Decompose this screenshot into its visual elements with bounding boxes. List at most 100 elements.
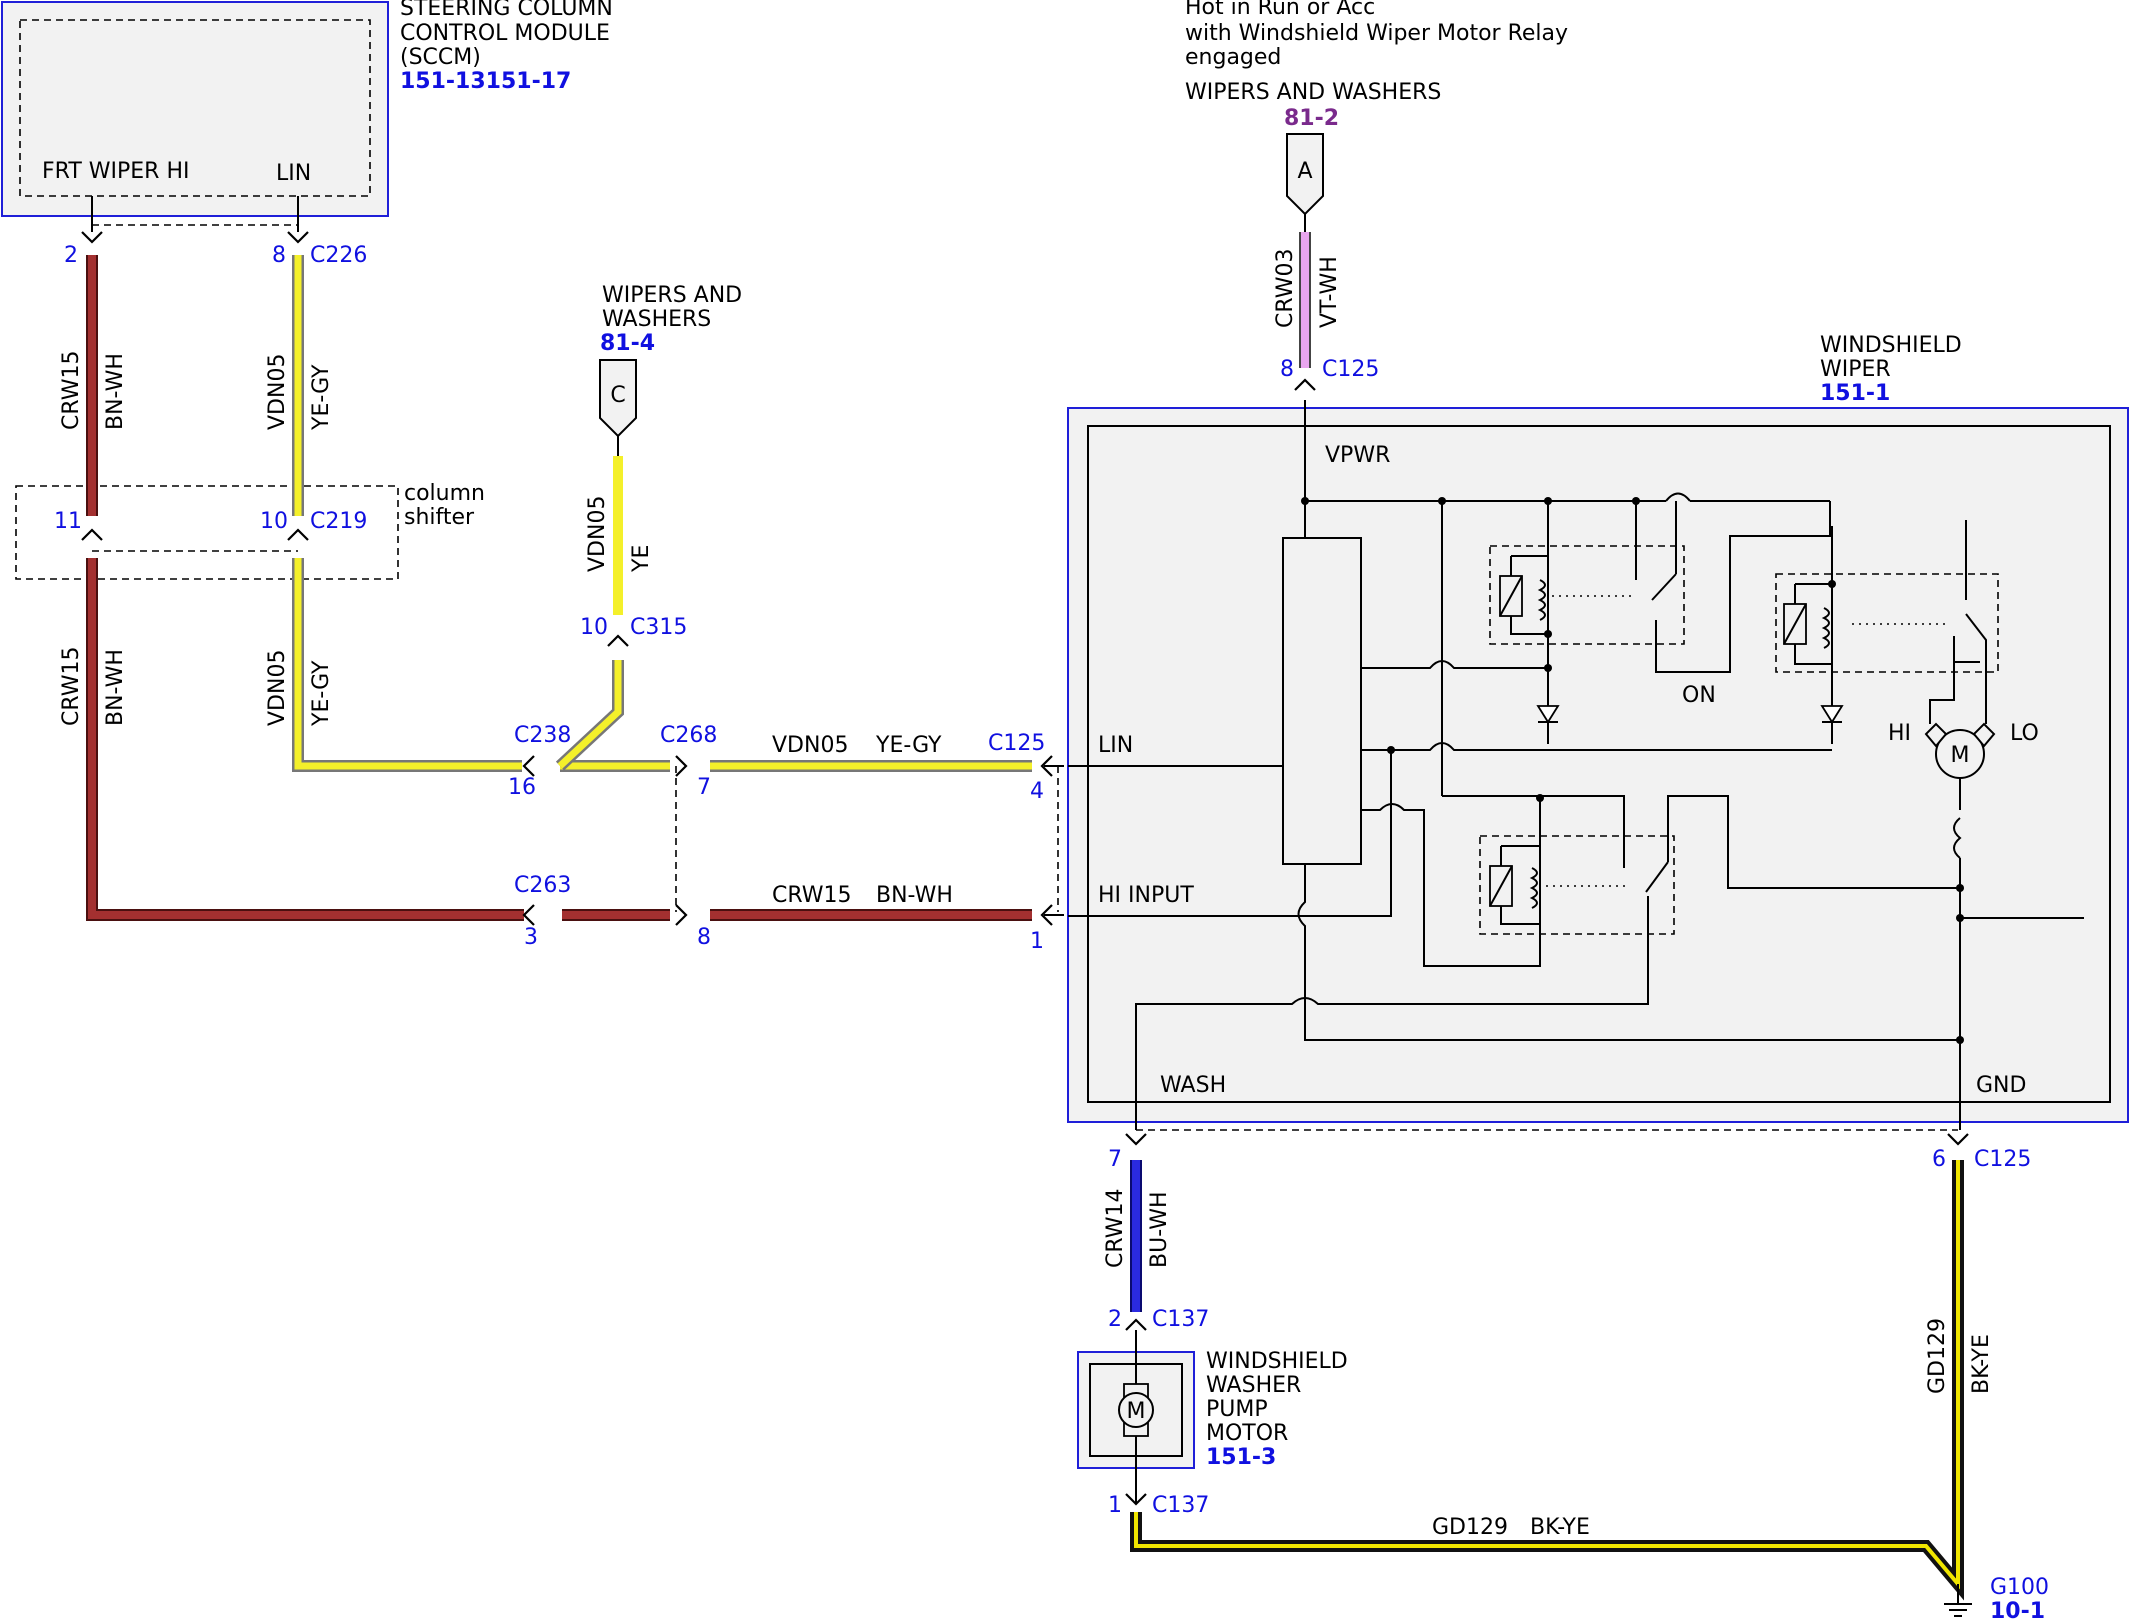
wiper-title-line2: WIPER [1820,357,1891,382]
wire-label: CRW03 [1273,248,1298,328]
pin-label: 7 [697,775,711,800]
washer-pump-module: M WINDSHIELD WASHER PUMP MOTOR 151-3 [1077,1330,1348,1504]
sccm-module: FRT WIPER HI LIN [1,1,389,217]
wiper-hi-input-label: HI INPUT [1098,883,1194,908]
power-source-label: WIPERS AND WASHERS [1185,80,1441,105]
wire-label: GD129 [1925,1318,1950,1394]
wire-label: CRW15 [59,646,84,726]
wire-label: YE-GY [309,364,334,431]
source-c-label-line2: WASHERS [602,307,711,332]
wire-label: VT-WH [1317,256,1342,328]
wire-gd129-bk-ye [1130,1160,1964,1601]
connector-labels: 2 8 C226 11 10 C219 10 C315 C238 16 C268… [54,243,2031,1518]
power-source-ref-link[interactable]: 81-2 [1284,106,1339,131]
source-c-label-line1: WIPERS AND [602,283,742,308]
connector-c125-label: C125 [988,731,1045,756]
connector-a-label: A [1297,159,1312,184]
connector-c-tag [599,359,637,438]
pin-label: 10 [260,509,288,534]
washer-title-line1: WINDSHIELD [1206,1349,1348,1374]
wire-label: CRW14 [1103,1188,1128,1268]
wire-label: VDN05 [585,496,610,572]
wiper-motor-label: M [1951,743,1970,768]
sccm-title-line1: STEERING COLUMN [400,0,613,21]
connector-c263-label: C263 [514,873,571,898]
wire-label: CRW15 [59,350,84,430]
sccm-ref-link[interactable]: 151-13151-17 [400,69,571,94]
pin-label: 6 [1932,1147,1946,1172]
source-c: WIPERS AND WASHERS 81-4 C [599,283,742,438]
wire-label: VDN05 [265,354,290,430]
wire-label: VDN05 [772,733,848,758]
pin-label: 3 [524,925,538,950]
washer-ref-link[interactable]: 151-3 [1206,1445,1276,1470]
washer-motor-label: M [1127,1399,1146,1424]
wiper-lin-label: LIN [1098,733,1133,758]
power-source: Hot in Run or Acc with Windshield Wiper … [1185,0,1568,216]
washer-title-line3: PUMP [1206,1397,1268,1422]
connector-c125-label: C125 [1322,357,1379,382]
windshield-wiper-module: WINDSHIELD WIPER 151-1 VPWR LIN HI INPUT… [1067,333,2129,1130]
ground-ref-link[interactable]: 10-1 [1990,1599,2045,1622]
wire-label: BN-WH [103,649,128,726]
connector-c268-label: C268 [660,723,717,748]
column-shifter-box [15,485,399,580]
wire-label: CRW15 [772,883,852,908]
power-note-line3: engaged [1185,45,1281,70]
wire-label: BK-YE [1530,1515,1590,1540]
wire-label: BN-WH [103,353,128,430]
connector-a-tag [1286,133,1324,216]
connector-c226-label: C226 [310,243,367,268]
pin-label: 4 [1030,779,1044,804]
wire-label: BU-WH [1147,1191,1172,1268]
pin-label: 16 [508,775,536,800]
wire-crw15-bn-wh [86,255,1064,921]
power-note-line1: Hot in Run or Acc [1185,0,1375,20]
washer-title-line4: MOTOR [1206,1421,1288,1446]
wire-label: VDN05 [265,650,290,726]
wiper-hi-label: HI [1888,721,1911,746]
connector-chevrons [81,231,1969,1506]
pin-label: 1 [1030,929,1044,954]
wire-vdn05-ye-gy [292,255,1064,772]
sccm-pin-frt-wiper-hi: FRT WIPER HI [42,159,190,184]
wire-label: BK-YE [1969,1334,1994,1394]
wiper-vpwr-label: VPWR [1325,443,1390,468]
wire-label: YE [629,545,654,573]
connector-c137-label: C137 [1152,1493,1209,1518]
sccm-title-line2: CONTROL MODULE [400,21,610,46]
sccm-title: STEERING COLUMN CONTROL MODULE (SCCM) 15… [400,0,613,94]
connector-c219-label: C219 [310,509,367,534]
wire-label: GD129 [1432,1515,1508,1540]
sccm-title-line3: (SCCM) [400,45,481,70]
pin-label: 11 [54,509,82,534]
diode-2 [1820,700,1844,744]
power-note-line2: with Windshield Wiper Motor Relay [1185,21,1568,46]
column-shifter-label-2: shifter [404,505,475,530]
wiper-wash-label: WASH [1160,1073,1226,1098]
wire-label: YE-GY [875,733,942,758]
pin-label: 1 [1108,1493,1122,1518]
wire-label: BN-WH [876,883,953,908]
wiper-title-line1: WINDSHIELD [1820,333,1962,358]
sccm-pin-lin: LIN [276,161,311,186]
column-shifter-label-1: column [404,481,485,506]
wiper-on-label: ON [1682,683,1716,708]
pin-label: 2 [64,243,78,268]
connector-c125-label: C125 [1974,1147,2031,1172]
connector-c315-label: C315 [630,615,687,640]
connector-c238-label: C238 [514,723,571,748]
wire-labels: CRW15 BN-WH VDN05 YE-GY CRW15 BN-WH VDN0… [59,248,1994,1540]
pin-label: 8 [272,243,286,268]
pin-label: 7 [1108,1147,1122,1172]
wiper-ref-link[interactable]: 151-1 [1820,381,1890,406]
washer-title-line2: WASHER [1206,1373,1301,1398]
connector-c-label: C [610,383,625,408]
wiper-lo-label: LO [2010,721,2039,746]
ground-name: G100 [1990,1575,2049,1600]
pin-label: 8 [697,925,711,950]
diode-1 [1536,700,1560,744]
wire-label: YE-GY [309,660,334,727]
source-c-ref-link[interactable]: 81-4 [600,331,655,356]
